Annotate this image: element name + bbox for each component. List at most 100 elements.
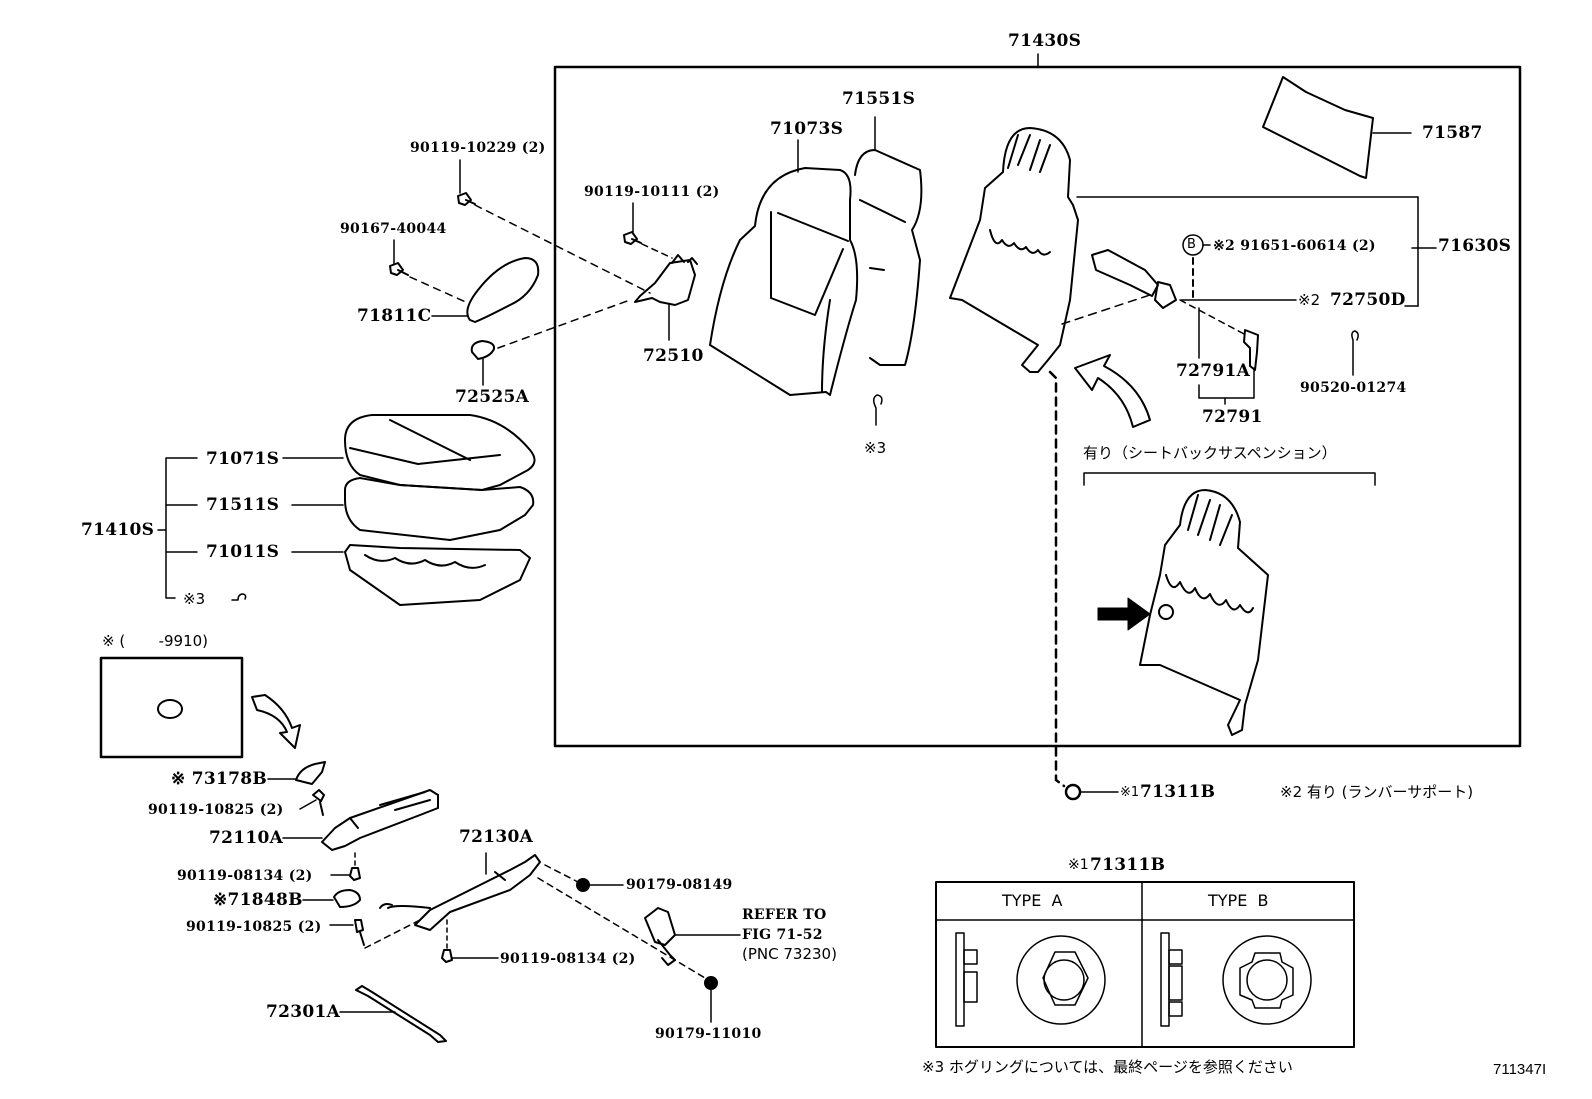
cover-71848B-drawing bbox=[333, 889, 361, 908]
figure-id: 711347I bbox=[1493, 1061, 1547, 1078]
label-90520-01274: 90520-01274 bbox=[1300, 380, 1407, 396]
leader-recliner-dash-3 bbox=[497, 299, 631, 349]
leader-recliner-dash-1 bbox=[474, 204, 651, 294]
seatback-cover-drawing bbox=[709, 167, 859, 396]
label-90119-08134-a: 90119-08134 (2) bbox=[177, 868, 313, 884]
seatback-pad-drawing bbox=[854, 149, 923, 366]
label-refer-to: REFER TO bbox=[742, 907, 827, 923]
curved-arrow-icon bbox=[1074, 354, 1151, 428]
type-table-header-b: TYPE B bbox=[1208, 891, 1269, 910]
nut-90179-11010-icon bbox=[704, 976, 718, 990]
early-model-box bbox=[99, 656, 244, 759]
label-71630S: 71630S bbox=[1438, 236, 1512, 256]
knob-72525A-drawing bbox=[470, 340, 496, 360]
variant-bracket bbox=[1083, 472, 1376, 486]
type-table-title: 71311B bbox=[1090, 855, 1166, 875]
label-71811C: 71811C bbox=[357, 306, 432, 326]
bolt-90119-10825-a-icon bbox=[312, 789, 325, 816]
cushion-cover-71071S-drawing bbox=[344, 414, 536, 491]
label-90119-10825-b: 90119-10825 (2) bbox=[186, 919, 322, 935]
hog-ring-cushion-icon bbox=[231, 593, 247, 601]
label-72301A: 72301A bbox=[266, 1002, 341, 1022]
label-90119-10825-a: 90119-10825 (2) bbox=[148, 802, 284, 818]
early-model-arrow-icon bbox=[251, 694, 301, 749]
label-90119-10111: 90119-10111 (2) bbox=[584, 184, 720, 200]
label-72130A: 72130A bbox=[459, 827, 534, 847]
cushion-pad-71511S-drawing bbox=[344, 477, 535, 541]
leader-90119-10825-a bbox=[299, 799, 317, 810]
label-72525A: 72525A bbox=[455, 387, 530, 407]
label-72110A: 72110A bbox=[209, 828, 284, 848]
label-71848B: ※71848B bbox=[213, 890, 303, 910]
track-72110A-drawing bbox=[321, 789, 439, 851]
label-73178B: ※ 73178B bbox=[171, 769, 268, 789]
label-72750D: 72750D bbox=[1330, 290, 1406, 310]
bolt-marker-b: B bbox=[1187, 237, 1196, 252]
label-hog-ring-cushion: ※3 bbox=[183, 590, 206, 608]
leader-72791-bracket bbox=[1198, 367, 1255, 405]
label-71071S: 71071S bbox=[206, 449, 280, 469]
label-72750D-marker: ※2 bbox=[1298, 291, 1321, 309]
label-90119-10229: 90119-10229 (2) bbox=[410, 140, 546, 156]
knob-72791-drawing bbox=[1243, 329, 1259, 371]
note-lumbar-support: ※2 有り (ランバーサポート) bbox=[1280, 783, 1474, 801]
recliner-adjuster-72510-drawing bbox=[634, 254, 698, 306]
label-90119-08134-b: 90119-08134 (2) bbox=[500, 951, 636, 967]
bolt-90119-10825-b-icon bbox=[354, 919, 365, 946]
label-72510: 72510 bbox=[643, 346, 704, 366]
bolt-90119-08134-a-icon bbox=[349, 867, 361, 881]
board-71587-drawing bbox=[1262, 76, 1374, 179]
seatback-frame-drawing bbox=[949, 127, 1079, 373]
label-90179-11010: 90179-11010 bbox=[655, 1026, 762, 1042]
label-72791A: 72791A bbox=[1176, 361, 1251, 381]
leader-knob-dash bbox=[1179, 299, 1247, 336]
label-71551S: 71551S bbox=[842, 89, 916, 109]
leader-frame-dash bbox=[1061, 294, 1151, 325]
track-72130A-drawing bbox=[379, 854, 541, 931]
variant-caption: 有り（シートバックサスペンション） bbox=[1083, 444, 1337, 462]
label-71073S: 71073S bbox=[770, 119, 844, 139]
label-90179-08149: 90179-08149 bbox=[626, 877, 733, 893]
label-71430S: 71430S bbox=[1008, 31, 1082, 51]
lumbar-adjuster-drawing bbox=[1091, 249, 1177, 309]
leader-track-dash-3 bbox=[544, 864, 579, 883]
type-b-front-view-drawing bbox=[1222, 935, 1312, 1025]
leader-track-dash-4 bbox=[537, 877, 706, 979]
type-table-header-a: TYPE A bbox=[1002, 891, 1063, 910]
cushion-frame-71011S-drawing bbox=[344, 544, 531, 606]
leader-recliner-dash-4 bbox=[641, 243, 673, 259]
seatback-assembly-box bbox=[553, 65, 1522, 748]
cover-73178B-drawing bbox=[295, 761, 326, 785]
leader-recliner-dash-2 bbox=[409, 276, 469, 304]
label-fig-71-52: FIG 71-52 bbox=[742, 927, 823, 943]
type-table-border bbox=[935, 881, 1355, 1048]
label-hog-ring-seatback: ※3 bbox=[864, 439, 887, 457]
leader-track-dash-2 bbox=[364, 919, 421, 949]
label-71410S: 71410S bbox=[81, 520, 155, 540]
label-71587: 71587 bbox=[1422, 123, 1483, 143]
early-model-note: ※ ( -9910) bbox=[102, 632, 209, 650]
label-71011S: 71011S bbox=[206, 542, 280, 562]
footnote-hog-ring: ※3 ホグリングについては、最終ページを参照ください bbox=[922, 1058, 1293, 1076]
label-72791: 72791 bbox=[1202, 407, 1263, 427]
label-71511S: 71511S bbox=[206, 495, 280, 515]
nut-90179-08149-icon bbox=[576, 878, 590, 892]
type-b-side-view-drawing bbox=[1160, 932, 1183, 1027]
clip-90520-icon bbox=[1351, 330, 1359, 376]
label-71311B-marker: ※1 bbox=[1120, 785, 1140, 800]
recliner-cover-71811C-drawing bbox=[466, 257, 540, 323]
hog-ring-seatback-icon bbox=[873, 394, 883, 426]
label-91651-60614: ※2 91651-60614 (2) bbox=[1213, 238, 1376, 254]
seat-belt-buckle-drawing bbox=[644, 907, 676, 966]
label-90167-40044: 90167-40044 bbox=[340, 221, 447, 237]
bushing-71311B-icon bbox=[1064, 783, 1082, 801]
bolt-90119-08134-b-icon bbox=[441, 949, 453, 963]
cushion-group-bracket bbox=[157, 457, 198, 599]
label-71311B: 71311B bbox=[1140, 782, 1216, 802]
variant-pointer-arrow-icon bbox=[1097, 597, 1151, 631]
leader-bushing-dash bbox=[1048, 370, 1066, 788]
screw-90167-40044-icon bbox=[389, 262, 409, 276]
early-model-cap-drawing bbox=[157, 699, 183, 719]
bolt-90119-10111-icon bbox=[623, 231, 642, 245]
